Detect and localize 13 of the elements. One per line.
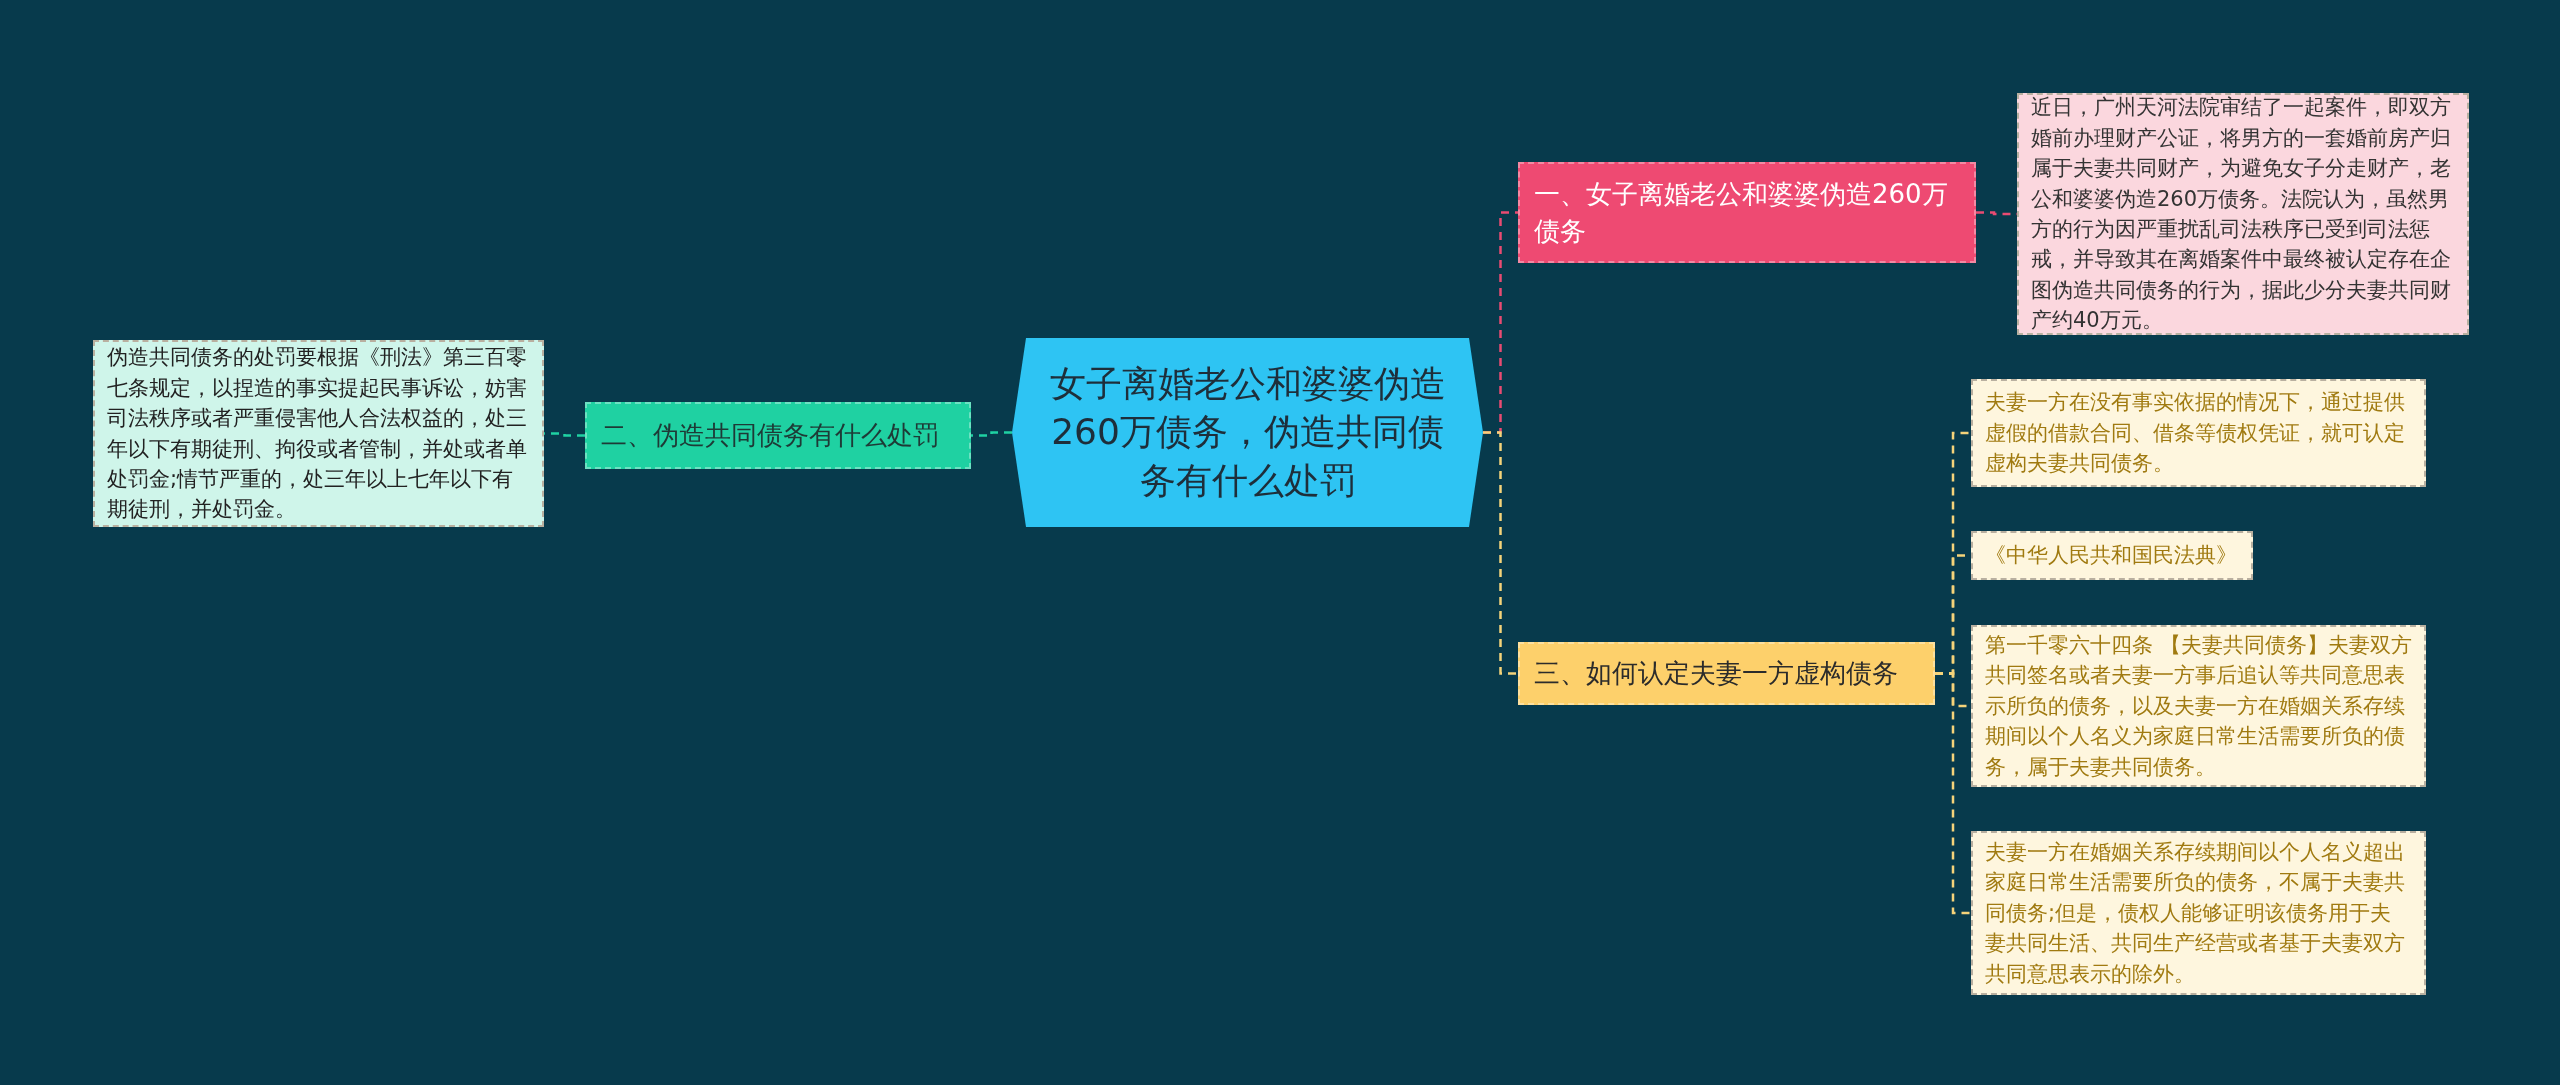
branch-box: 一、女子离婚老公和婆婆伪造260万债务: [1518, 162, 1976, 263]
connector-line: [1935, 672, 1971, 915]
note-box: 第一千零六十四条 【夫妻共同债务】夫妻双方共同签名或者夫妻一方事后追认等共同意思表示所负的债务，以及夫妻一方在婚姻关系存续期间以个人名义为家庭日常生活需要所负的债务，属于夫妻共同债务。: [1971, 625, 2426, 787]
branch-box: 三、如何认定夫妻一方虚构债务: [1518, 642, 1935, 705]
note-box: 《中华人民共和国民法典》: [1971, 531, 2253, 580]
connector-line: [971, 431, 1012, 437]
note-box: 夫妻一方在婚姻关系存续期间以个人名义超出家庭日常生活需要所负的债务，不属于夫妻共同债务;但是，债权人能够证明该债务用于夫妻共同生活、共同生产经营或者基于夫妻双方共同意思表示的除外。: [1971, 831, 2426, 995]
connector-line: [1483, 431, 1518, 675]
topic-hexagon: 女子离婚老公和婆婆伪造260万债务，伪造共同债务有什么处罚: [1012, 338, 1483, 527]
note-box: 伪造共同债务的处罚要根据《刑法》第三百零七条规定，以捏造的事实提起民事诉讼，妨害司法秩序或者严重侵害他人合法权益的，处三年以下有期徒刑、拘役或者管制，并处或者单处罚金;情节严重的，处三年以上七年以下有期徒刑，并处罚金。: [93, 340, 544, 527]
branch-box: 二、伪造共同债务有什么处罚: [585, 402, 971, 469]
note-box: 夫妻一方在没有事实依据的情况下，通过提供虚假的借款合同、借条等债权凭证，就可认定虚构夫妻共同债务。: [1971, 379, 2426, 487]
note-box: 近日，广州天河法院审结了一起案件，即双方婚前办理财产公证，将男方的一套婚前房产归属于夫妻共同财产，为避免女子分走财产，老公和婆婆伪造260万债务。法院认为，虽然男方的行为因严重扰乱司法秩序已受到司法惩戒，并导致其在离婚案件中最终被认定存在企图伪造共同债务的行为，据此少分夫妻共同财产约40万元。: [2017, 93, 2469, 335]
